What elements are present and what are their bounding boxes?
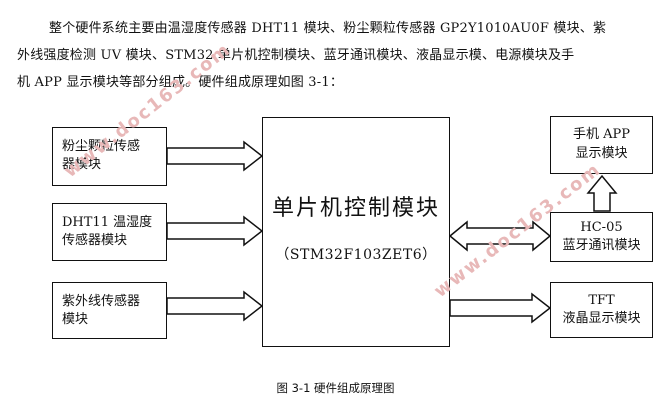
dust-sensor-box: 粉尘颗粒传感 器模块: [52, 127, 167, 186]
paragraph-line-3: 机 APP 显示模块等部分组成。硬件组成原理如图 3-1：: [17, 75, 344, 90]
uv-sensor-box: 紫外线传感器 模块: [52, 282, 167, 339]
paragraph-line-1: 整个硬件系统主要由温湿度传感器 DHT11 模块、粉尘颗粒传感器 GP2Y101…: [49, 21, 607, 36]
tft-label-line1: TFT: [588, 293, 615, 308]
dht11-label-line1: DHT11 温湿度: [62, 215, 153, 230]
phone-app-label-line1: 手机 APP: [572, 127, 630, 142]
uv-sensor-label-line2: 模块: [62, 312, 89, 327]
arrow-mcu-bluetooth: [448, 220, 552, 252]
arrow-dust-to-mcu: [166, 140, 264, 172]
dht11-label-line2: 传感器模块: [62, 233, 128, 248]
mcu-title: 单片机控制模块: [271, 196, 440, 221]
bluetooth-label-line2: 蓝牙通讯模块: [562, 238, 641, 253]
figure-caption: 图 3-1 硬件组成原理图: [276, 381, 395, 395]
mcu-model: （STM32F103ZET6）: [275, 247, 437, 263]
bluetooth-box: HC-05 蓝牙通讯模块: [550, 212, 653, 262]
arrow-uv-to-mcu: [166, 290, 264, 322]
uv-sensor-label-line1: 紫外线传感器: [62, 294, 141, 309]
phone-app-box: 手机 APP 显示模块: [550, 116, 653, 174]
dust-sensor-label-line2: 器模块: [62, 157, 102, 172]
tft-label-line2: 液晶显示模块: [562, 311, 641, 326]
arrow-dht11-to-mcu: [166, 215, 264, 247]
tft-box: TFT 液晶显示模块: [550, 282, 653, 338]
arrow-mcu-to-tft: [449, 292, 552, 324]
mcu-box: 单片机控制模块 （STM32F103ZET6）: [262, 117, 450, 347]
arrow-bluetooth-to-phone: [586, 174, 618, 212]
bluetooth-label-line1: HC-05: [580, 220, 623, 235]
phone-app-label-line2: 显示模块: [575, 146, 628, 161]
dht11-box: DHT11 温湿度 传感器模块: [52, 203, 167, 261]
dust-sensor-label-line1: 粉尘颗粒传感: [62, 139, 141, 154]
paragraph-line-2: 外线强度检测 UV 模块、STM32 单片机控制模块、蓝牙通讯模块、液晶显示模、…: [17, 48, 575, 63]
